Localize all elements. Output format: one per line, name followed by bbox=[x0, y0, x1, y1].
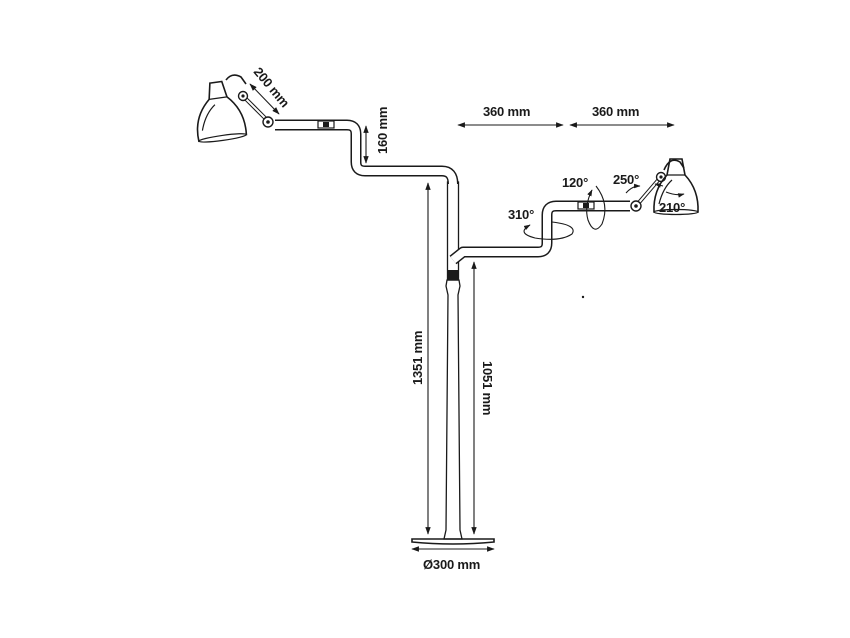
lamp-base bbox=[411, 538, 495, 545]
label-shade-arm-left: 200 mm bbox=[251, 64, 293, 110]
label-pivot-height: 1051 mm bbox=[480, 361, 495, 415]
rotation-120-arc bbox=[586, 185, 606, 230]
lamp-body bbox=[196, 74, 699, 545]
label-rotation-250: 250° bbox=[613, 172, 639, 187]
lamp-upper-pole bbox=[446, 181, 460, 281]
label-total-height: 1351 mm bbox=[410, 331, 425, 385]
label-offset-height: 160 mm bbox=[375, 107, 390, 154]
dim-shade-arm-left-line bbox=[249, 83, 280, 115]
label-arm-span-2: 360 mm bbox=[592, 104, 639, 119]
label-base-diameter: Ø300 mm bbox=[423, 557, 480, 572]
rotation-310-arc bbox=[523, 221, 574, 240]
label-rotation-120: 120° bbox=[562, 175, 588, 190]
lamp-stem bbox=[443, 279, 463, 540]
right-shade bbox=[653, 158, 699, 216]
rotation-210-arc bbox=[665, 191, 685, 198]
pole-joint bbox=[447, 270, 459, 280]
label-rotation-310: 310° bbox=[508, 207, 534, 222]
rotation-250-arc bbox=[625, 183, 641, 194]
left-arm bbox=[275, 119, 459, 185]
label-arm-span-1: 360 mm bbox=[483, 104, 530, 119]
label-rotation-210: 210° bbox=[659, 200, 685, 215]
dimension-labels: 200 mm 160 mm 360 mm 360 mm 1351 mm 1051… bbox=[251, 64, 686, 572]
rotation-indicators bbox=[523, 183, 685, 299]
dimension-lines bbox=[249, 83, 675, 552]
right-arm bbox=[449, 200, 630, 265]
left-shade bbox=[196, 80, 248, 143]
